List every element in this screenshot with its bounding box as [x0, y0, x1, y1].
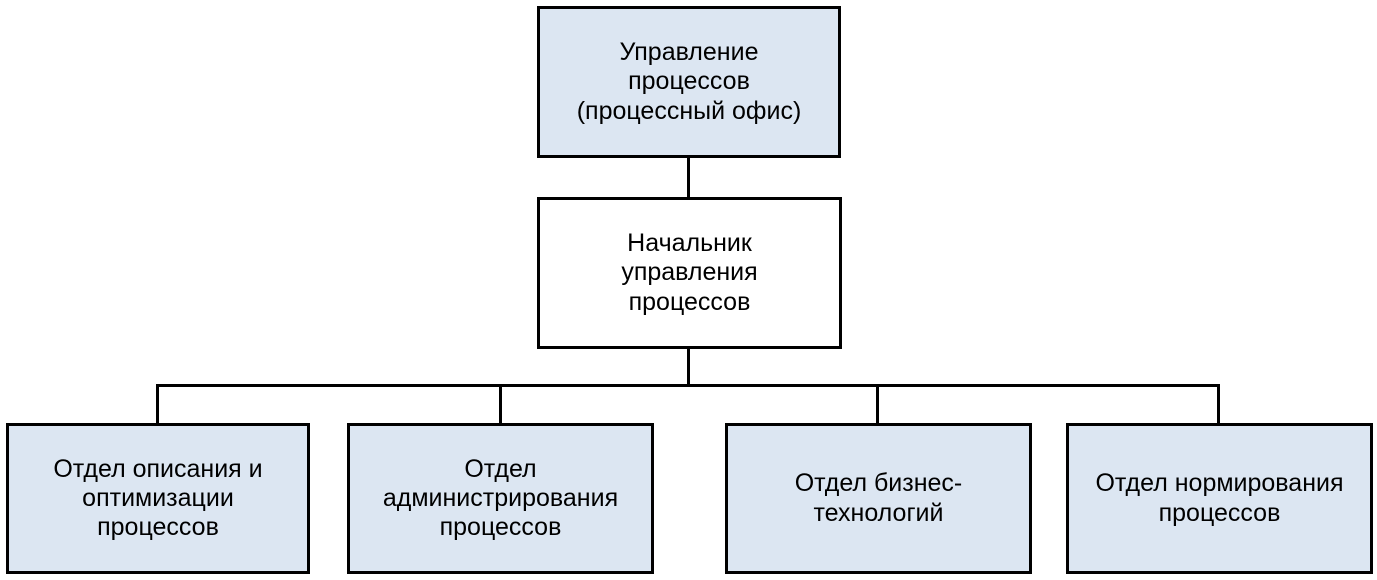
- org-box-root: Управление процессов (процессный офис): [537, 6, 841, 158]
- org-box-root-label: Управление процессов (процессный офис): [576, 38, 802, 125]
- org-box-manager-label: Начальник управления процессов: [621, 229, 758, 316]
- connector-drop-dept-4: [1217, 386, 1220, 424]
- org-box-department-description-optimization: Отдел описания и оптимизации процессов: [6, 423, 310, 574]
- connector-drop-dept-3: [876, 386, 879, 424]
- org-box-department-business-technologies: Отдел бизнес- технологий: [725, 423, 1032, 574]
- org-box-department-label: Отдел бизнес- технологий: [794, 469, 963, 527]
- connector-drop-dept-1: [156, 386, 159, 424]
- org-box-department-label: Отдел администрирования процессов: [382, 454, 619, 542]
- org-box-manager: Начальник управления процессов: [537, 197, 842, 349]
- org-box-department-normalization: Отдел нормирования процессов: [1066, 423, 1373, 574]
- org-box-department-label: Отдел описания и оптимизации процессов: [53, 454, 263, 542]
- org-box-department-label: Отдел нормирования процессов: [1095, 469, 1344, 527]
- connector-drop-dept-2: [499, 386, 502, 424]
- connector-manager-to-rail: [687, 348, 690, 386]
- connector-horizontal-rail: [156, 384, 1220, 387]
- org-box-department-administration: Отдел администрирования процессов: [347, 423, 654, 574]
- connector-root-to-manager: [687, 157, 690, 198]
